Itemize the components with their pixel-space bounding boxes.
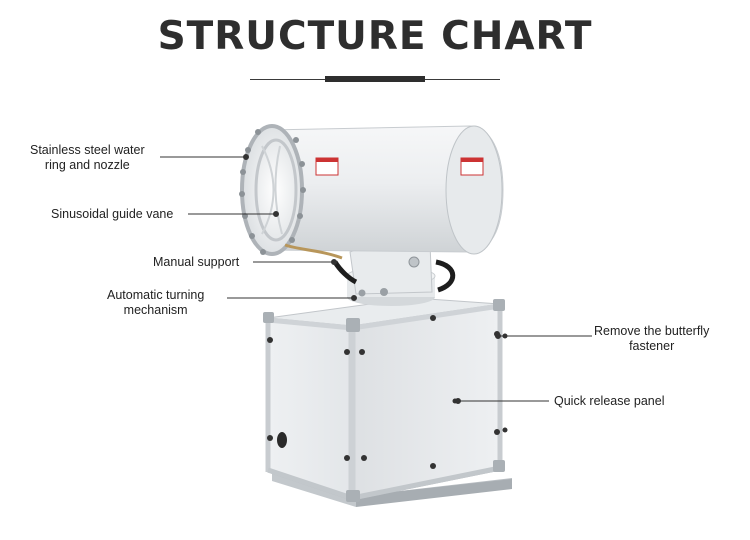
callout-nozzle-line2: ring and nozzle bbox=[30, 158, 145, 173]
callout-manual-support: Manual support bbox=[153, 255, 239, 270]
callout-turning-line2: mechanism bbox=[107, 303, 204, 318]
barrel bbox=[239, 126, 503, 258]
callout-butterfly-line1: Remove the butterfly bbox=[594, 324, 709, 339]
callout-nozzle-line1: Stainless steel water bbox=[30, 143, 145, 158]
callout-butterfly-fastener: Remove the butterfly fastener bbox=[594, 324, 709, 354]
cabinet bbox=[263, 298, 508, 502]
callout-turning-mechanism: Automatic turning mechanism bbox=[107, 288, 204, 318]
callout-nozzle: Stainless steel water ring and nozzle bbox=[30, 143, 145, 173]
callout-quick-release-panel: Quick release panel bbox=[554, 394, 664, 409]
callout-turning-line1: Automatic turning bbox=[107, 288, 204, 303]
callout-butterfly-line2: fastener bbox=[594, 339, 709, 354]
callout-guide-vane: Sinusoidal guide vane bbox=[51, 207, 173, 222]
